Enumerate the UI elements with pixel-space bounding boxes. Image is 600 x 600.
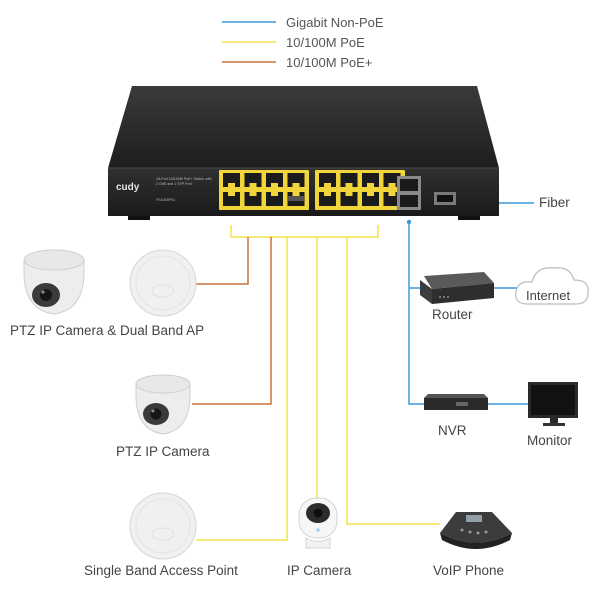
gigabit-link-router-nvr: [408, 222, 424, 405]
nvr-icon: [424, 394, 488, 410]
rj45-port-tab: [228, 192, 235, 196]
rj45-port: [244, 173, 262, 187]
poe-port-group-1: [219, 170, 309, 210]
legend-label-gigabit: Gigabit Non-PoE: [286, 15, 384, 30]
switch-model-line3: FS1018PS1: [156, 198, 175, 202]
label-router: Router: [432, 307, 473, 322]
rj45-port: [340, 173, 358, 187]
rj45-port: [383, 192, 401, 206]
rj45-port: [223, 173, 240, 187]
rj45-port: [362, 192, 379, 206]
rj45-port: [362, 173, 379, 187]
poe-link-voip: [346, 237, 440, 525]
single-band-ap-icon: [129, 492, 197, 560]
internet-cloud-icon: [515, 267, 589, 305]
rj45-port: [244, 192, 262, 206]
sfp-port: [434, 192, 456, 205]
label-monitor: Monitor: [527, 433, 573, 448]
poe-plus-link-dual-ap: [196, 237, 249, 285]
gigabit-ports: [397, 176, 421, 210]
ip-camera-icon: [298, 497, 338, 549]
poe-bracket: [230, 225, 379, 238]
switch-model-line2: 2 GbE and 1 SFP Port: [156, 182, 192, 186]
rj45-port: [383, 173, 401, 187]
rj45-port-tab: [271, 192, 278, 196]
poe-plus-link-ptz: [192, 237, 272, 405]
rj45-port-tab: [249, 192, 257, 196]
rj45-port: [266, 192, 283, 206]
rj45-port-tab: [271, 183, 278, 187]
rj45-port: [340, 192, 358, 206]
rj45-port: [266, 173, 283, 187]
voip-phone-icon: [440, 512, 512, 549]
rj45-port-tab: [292, 192, 300, 196]
label-single-ap: Single Band Access Point: [84, 563, 238, 578]
rj45-port-tab: [388, 192, 396, 196]
label-voip: VoIP Phone: [433, 563, 505, 578]
switch-model-line1: 16-Port 10/100M PoE+ Switch with: [156, 177, 212, 181]
rj45-port-tab: [324, 192, 331, 196]
switch-brand: cudy: [116, 182, 140, 193]
poe-link-single-ap: [196, 237, 288, 541]
router-icon: [420, 272, 494, 304]
rj45-port-tab: [345, 192, 353, 196]
poe-port-group-2: [315, 170, 405, 210]
rj45-port: [319, 192, 336, 206]
label-ptz-dual: PTZ IP Camera & Dual Band AP: [10, 323, 205, 338]
rj45-port-tab: [345, 183, 353, 187]
poe-switch: cudy 16-Port 10/100M PoE+ Switch with 2 …: [108, 86, 499, 220]
rj45-port: [319, 173, 336, 187]
rj45-port-tab: [249, 183, 257, 187]
rj45-port-tab: [388, 183, 396, 187]
rj45-port-tab: [367, 183, 374, 187]
rj45-port-tab: [228, 183, 235, 187]
monitor-icon: [528, 382, 578, 426]
label-ptz: PTZ IP Camera: [116, 444, 210, 459]
connections: [192, 200, 534, 541]
rj45-port: [223, 192, 240, 206]
rj45-port-tab: [324, 183, 331, 187]
legend-label-poe: 10/100M PoE: [286, 35, 365, 50]
dual-band-ap-icon: [129, 249, 197, 317]
rj45-port: [287, 173, 305, 187]
label-internet: Internet: [526, 288, 571, 303]
turret-camera-icon: [23, 249, 85, 315]
label-nvr: NVR: [438, 423, 467, 438]
ptz-camera-icon: [135, 374, 191, 435]
label-fiber: Fiber: [539, 195, 570, 210]
legend-label-poe-plus: 10/100M PoE+: [286, 55, 373, 70]
rj45-port-tab: [292, 183, 300, 187]
label-ip-camera: IP Camera: [287, 563, 352, 578]
rj45-port-tab: [367, 192, 374, 196]
